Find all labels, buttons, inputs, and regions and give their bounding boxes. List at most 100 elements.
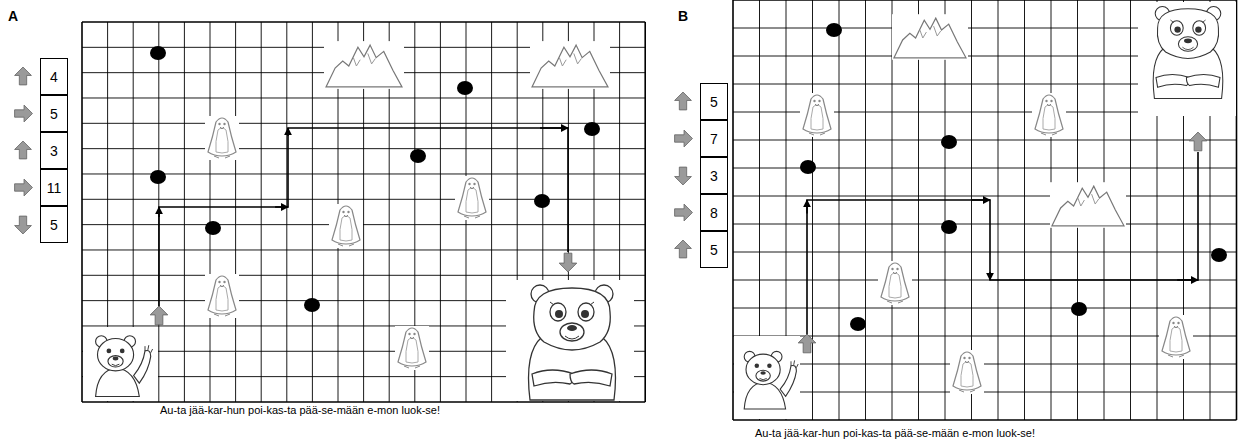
bear-cub <box>744 351 798 409</box>
route-arrow <box>540 127 568 129</box>
grid-b <box>733 0 1237 420</box>
route-line <box>159 128 568 308</box>
command-box: 5 <box>700 231 728 268</box>
black-dot <box>941 135 957 149</box>
grid-line <box>644 22 646 402</box>
grid-line <box>82 401 645 403</box>
command-box: 11 <box>40 169 68 206</box>
command-box: 8 <box>700 194 728 231</box>
grid-line <box>82 224 645 225</box>
penguin-icon <box>455 176 489 220</box>
grid-line <box>158 22 159 402</box>
grid-line <box>733 224 1237 225</box>
grid-line <box>82 148 645 149</box>
route-arrow <box>806 200 808 214</box>
grid-line <box>184 22 185 402</box>
direction-arrow <box>675 240 692 258</box>
direction-arrow <box>675 92 692 110</box>
panel-letter: A <box>8 9 18 24</box>
direction-arrow <box>675 204 693 221</box>
bear-cub <box>96 336 153 397</box>
penguin-icon <box>329 204 363 248</box>
penguin-icon <box>950 350 984 394</box>
grid-line <box>733 419 1237 421</box>
command-box: 5 <box>40 206 68 243</box>
mother-bear <box>1153 6 1223 98</box>
grid-line <box>82 21 645 23</box>
direction-arrow <box>675 130 693 147</box>
direction-arrow <box>15 141 32 159</box>
penguin-icon <box>878 261 912 305</box>
direction-arrow <box>15 105 33 122</box>
goal-arrow <box>1189 132 1207 151</box>
black-dot <box>457 81 473 95</box>
grid-line <box>1130 0 1131 420</box>
start-arrow <box>150 306 168 325</box>
grid-line <box>733 252 1237 253</box>
start-cell <box>734 336 800 419</box>
direction-arrow <box>15 67 32 85</box>
grid-line <box>491 22 492 402</box>
black-dot <box>205 221 221 235</box>
black-dot <box>534 194 550 208</box>
start-arrow <box>798 334 816 353</box>
command-box: 4 <box>40 58 68 95</box>
mountain-icon <box>530 41 610 89</box>
black-dot <box>584 122 600 136</box>
grid-line <box>82 123 645 124</box>
mountain-icon <box>892 14 968 60</box>
command-box: 7 <box>700 120 728 157</box>
grid-line <box>210 22 211 402</box>
penguin-icon <box>800 93 834 137</box>
grid-a <box>82 22 645 402</box>
penguin-icon <box>1159 315 1193 359</box>
direction-arrow <box>15 179 33 196</box>
grid-line <box>286 22 287 402</box>
step-count: 5 <box>710 95 718 109</box>
black-dot <box>941 220 957 234</box>
panel-letter: B <box>678 9 688 24</box>
grid-line <box>440 22 441 402</box>
black-dot <box>1071 302 1087 316</box>
black-dot <box>410 149 426 163</box>
black-dot <box>150 46 166 60</box>
step-count: 5 <box>50 218 58 232</box>
step-count: 7 <box>710 132 718 146</box>
grid-line <box>82 97 645 98</box>
goal-cell <box>1138 2 1236 116</box>
direction-arrow <box>15 216 32 234</box>
step-count: 4 <box>50 70 58 84</box>
route-arrow <box>275 206 288 208</box>
command-box: 5 <box>700 83 728 120</box>
command-box: 3 <box>40 132 68 169</box>
grid-line <box>82 199 645 200</box>
grid-line <box>82 275 645 276</box>
grid-line <box>998 0 999 420</box>
route-arrow <box>287 128 289 136</box>
grid-line <box>812 0 813 420</box>
step-count: 3 <box>710 169 718 183</box>
grid-line <box>733 196 1237 197</box>
black-dot <box>1211 248 1227 262</box>
grid-line <box>261 22 262 402</box>
step-count: 11 <box>47 181 62 195</box>
route-line <box>807 152 1198 336</box>
grid-line <box>733 308 1237 309</box>
black-dot <box>304 298 320 312</box>
route-arrow <box>972 199 990 201</box>
grid-line <box>865 0 866 420</box>
grid-line <box>918 0 919 420</box>
command-box: 3 <box>700 157 728 194</box>
mother-bear <box>529 285 616 400</box>
black-dot <box>800 160 816 174</box>
penguin-icon <box>205 116 239 160</box>
goal-cell <box>506 280 634 401</box>
start-cell <box>83 327 158 401</box>
grid-line <box>733 364 1237 365</box>
grid-line <box>733 392 1237 393</box>
goal-arrow <box>559 253 577 272</box>
grid-line <box>732 0 734 420</box>
grid-line <box>892 0 893 420</box>
grid-line <box>945 0 946 420</box>
black-dot <box>826 23 842 37</box>
